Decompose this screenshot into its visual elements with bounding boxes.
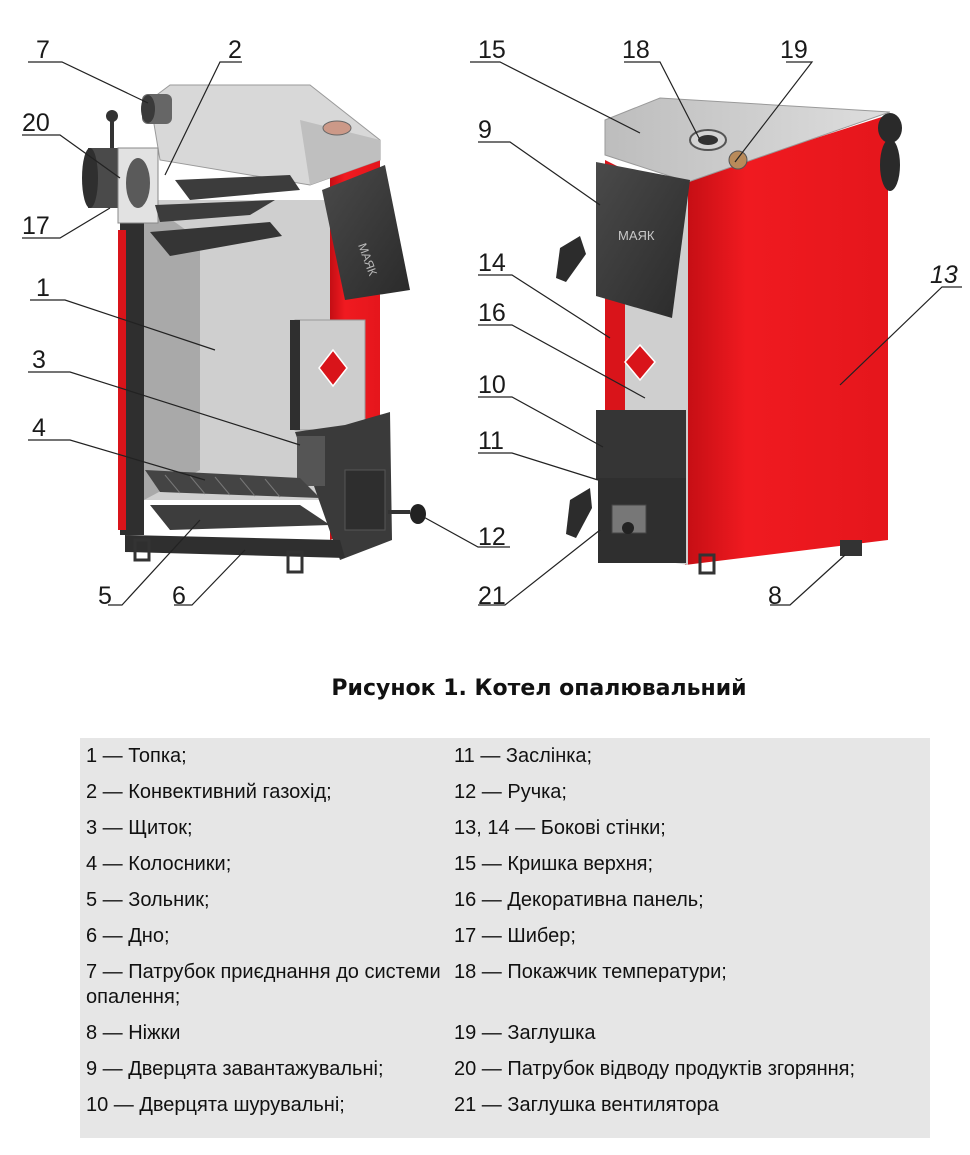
legend-column-right: 11 — Заслінка; 12 — Ручка; 13, 14 — Боко… xyxy=(454,744,924,1129)
parts-legend: 1 — Топка; 2 — Конвективний газохід; 3 —… xyxy=(80,738,930,1138)
legend-item: 6 — Дно; xyxy=(86,925,170,947)
heating-pipe-opening xyxy=(141,95,155,123)
top-cover-15 xyxy=(604,97,891,183)
handle-knob xyxy=(410,504,426,524)
loading-door-handle xyxy=(556,236,586,282)
leg-right-1 xyxy=(698,553,716,575)
logo-diamond-right xyxy=(624,343,656,382)
callout-20: 20 xyxy=(22,109,50,137)
callout-16: 16 xyxy=(478,299,506,327)
temperature-gauge-left xyxy=(322,120,352,136)
right-boiler-exterior: МАЯК xyxy=(556,97,902,575)
legend-item: 3 — Щиток; xyxy=(86,817,193,839)
callout-numbers: 7 2 20 17 1 3 4 5 6 12 15 18 19 9 14 16 … xyxy=(22,36,958,610)
gauge-face xyxy=(698,135,718,145)
shield xyxy=(297,436,325,486)
legend-item: 1 — Топка; xyxy=(86,745,187,767)
legend-item: 10 — Дверцята шурувальні; xyxy=(86,1094,345,1116)
cleaning-door-10 xyxy=(596,410,686,480)
callout-18: 18 xyxy=(622,36,650,64)
left-boiler-cutaway: МАЯК xyxy=(82,84,426,574)
leg-left-2 xyxy=(286,550,304,574)
legend-column-left: 1 — Топка; 2 — Конвективний газохід; 3 —… xyxy=(86,744,446,1129)
callout-5: 5 xyxy=(98,582,112,610)
legend-item: 9 — Дверцята завантажувальні; xyxy=(86,1058,384,1080)
plug-19 xyxy=(728,150,748,170)
damper-disc xyxy=(126,158,150,208)
loading-door-left xyxy=(322,165,410,300)
flue-baffle-1 xyxy=(175,175,300,200)
callout-9: 9 xyxy=(478,116,492,144)
right-pipe-side xyxy=(880,139,900,191)
legend-item: 8 — Ніжки xyxy=(86,1022,181,1044)
left-red-strip xyxy=(118,230,126,530)
callout-6: 6 xyxy=(172,582,186,610)
callout-14: 14 xyxy=(478,249,506,277)
legend-item: 20 — Патрубок відводу продуктів згоряння… xyxy=(454,1058,856,1080)
caption-text: Рисунок 1. Котел опалювальний xyxy=(331,676,747,701)
legend-item: 2 — Конвективний газохід; xyxy=(86,781,332,803)
legend-item: 5 — Зольник; xyxy=(86,889,210,911)
callout-10: 10 xyxy=(478,371,506,399)
boiler-figure: МАЯК xyxy=(22,36,962,610)
callout-12: 12 xyxy=(478,523,506,551)
callout-19: 19 xyxy=(780,36,808,64)
callout-2: 2 xyxy=(228,36,242,64)
legend-item: 16 — Декоративна панель; xyxy=(454,889,704,911)
callout-13: 13 xyxy=(930,261,958,289)
legend-item: 18 — Покажчик температури; xyxy=(454,961,727,983)
leg-right-2 xyxy=(840,540,862,556)
callout-15: 15 xyxy=(478,36,506,64)
top-cover-slope xyxy=(300,120,380,185)
figure-caption: Рисунок 1. Котел опалювальний xyxy=(0,676,970,701)
boiler-drawing: МАЯК xyxy=(22,36,962,610)
right-pipe-top xyxy=(878,113,902,143)
ash-door-handle xyxy=(566,488,592,538)
legend-item: 15 — Кришка верхня; xyxy=(454,853,654,875)
callout-8: 8 xyxy=(768,582,782,610)
logo-diamond-left xyxy=(318,348,348,388)
bottom-plate xyxy=(125,535,345,558)
ash-pan xyxy=(150,505,330,530)
legend-item: 21 — Заглушка вентилятора xyxy=(454,1094,719,1116)
lower-door-plate xyxy=(344,469,386,531)
decor-panel-edge xyxy=(290,320,300,430)
callout-11: 11 xyxy=(478,427,504,455)
legend-item: 7 — Патрубок приєднання до системи опале… xyxy=(86,961,441,1008)
callout-7: 7 xyxy=(36,36,50,64)
damper-handle-knob xyxy=(106,110,118,122)
callout-1: 1 xyxy=(36,274,50,302)
legend-item: 13, 14 — Бокові стінки; xyxy=(454,817,666,839)
grate xyxy=(145,470,320,498)
grate-bars xyxy=(164,474,281,498)
flue-baffle-2 xyxy=(155,200,275,222)
legend-item: 19 — Заглушка xyxy=(454,1022,596,1044)
legend-item: 17 — Шибер; xyxy=(454,925,576,947)
flue-baffle-3 xyxy=(150,222,282,256)
furnace-inner-left xyxy=(144,200,200,500)
right-side-wall-13 xyxy=(685,115,888,565)
leg-left-1 xyxy=(133,538,151,562)
loading-door-9 xyxy=(596,162,690,318)
legend-item: 11 — Заслінка; xyxy=(454,745,593,767)
legend-item: 12 — Ручка; xyxy=(454,781,567,803)
fan-plug-21 xyxy=(622,522,634,534)
callout-4: 4 xyxy=(32,414,46,442)
callout-3: 3 xyxy=(32,346,46,374)
door-logo-right: МАЯК xyxy=(618,228,655,243)
leader-lines xyxy=(22,61,962,606)
callout-17: 17 xyxy=(22,212,50,240)
legend-item: 4 — Колосники; xyxy=(86,853,232,875)
flue-pipe-opening xyxy=(82,148,98,208)
callout-21: 21 xyxy=(478,582,506,610)
